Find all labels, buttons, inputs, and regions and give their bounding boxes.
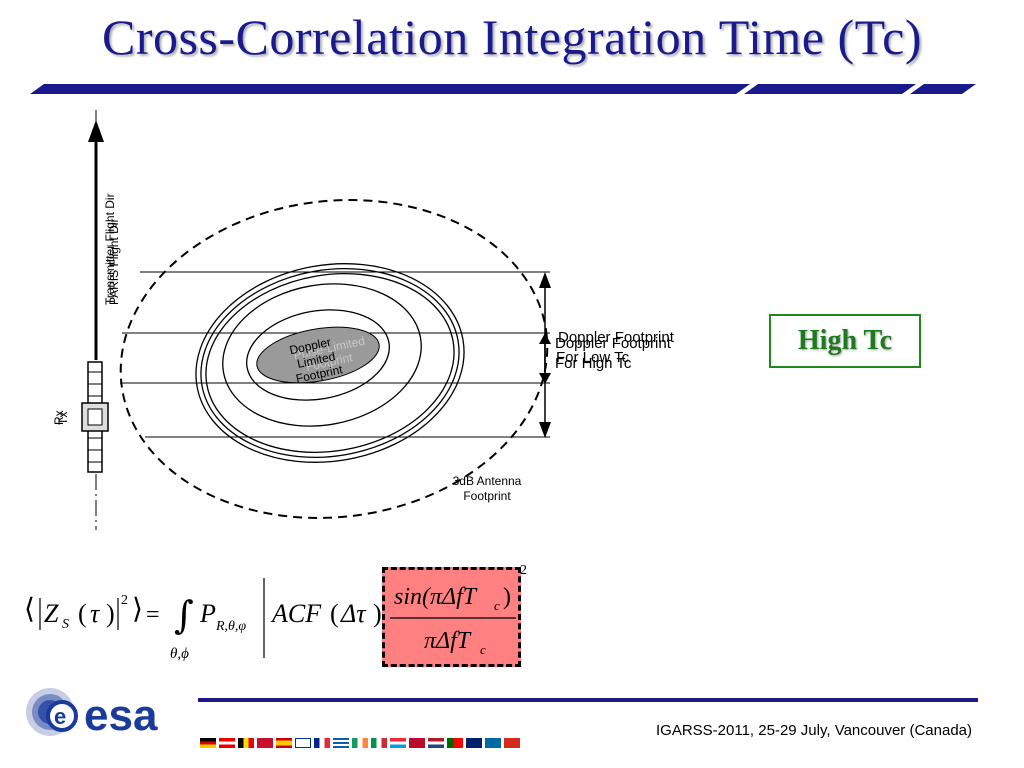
flag-denmark-icon [257, 738, 273, 748]
flight-arrow-head [88, 120, 104, 142]
esa-logo-text: esa [84, 691, 158, 740]
high-tc-label: High Tc [797, 325, 893, 356]
svg-text:e: e [54, 704, 66, 729]
eq-den-sub: c [480, 642, 486, 657]
svg-text:2: 2 [520, 563, 527, 578]
satellite-label-rx: Rx [52, 410, 66, 425]
eq-z: Z [44, 599, 59, 628]
flag-austria-icon [219, 738, 235, 748]
flag-france-icon [314, 738, 330, 748]
flag-norway-icon [409, 738, 425, 748]
svg-text:⟩: ⟩ [132, 594, 143, 625]
title-underline [30, 84, 976, 94]
flag-sweden-icon [485, 738, 501, 748]
eq-p: P [199, 599, 216, 628]
flag-netherlands-icon [428, 738, 444, 748]
eq-p-sub: R,θ,φ [215, 619, 246, 634]
svg-text:⟨: ⟨ [24, 594, 35, 625]
svg-text:=: = [146, 602, 160, 628]
eq-z-sub: S [62, 617, 69, 632]
flag-portugal-icon [447, 738, 463, 748]
low-tc-arrow-top [539, 272, 551, 288]
satellite-icon [81, 361, 109, 473]
eq-integral-lower: θ,ϕ [170, 646, 189, 662]
slide-title: Cross-Correlation Integration Time (Tc) [101, 9, 923, 65]
correlation-equation: ⟨ Z S ( τ ) 2 ⟩ = ∫ θ,ϕ P R,θ,φ ACF ( Δτ… [24, 563, 527, 662]
flag-germany-icon [200, 738, 216, 748]
doppler-high-tc-label-2: For High Tc [555, 355, 632, 372]
svg-text:): ) [503, 584, 511, 610]
flag-belgium-icon [238, 738, 254, 748]
doppler-limited-footprint [256, 326, 380, 384]
antenna-footprint-label-2: Footprint [463, 489, 511, 503]
doppler-ellipse-outer-b [200, 268, 460, 458]
conference-footer: IGARSS-2011, 25-29 July, Vancouver (Cana… [656, 722, 972, 739]
satellite-label-tx: Tx [56, 412, 70, 425]
doppler-ellipse-outer-a [195, 263, 465, 463]
doppler-low-tc-label-2: For Low Tc [556, 349, 630, 366]
svg-text:(: ( [330, 599, 339, 628]
eq-tau: τ [90, 599, 101, 628]
flight-dir-label: PARIS Flight Dir [107, 219, 121, 305]
flag-uk-icon [466, 738, 482, 748]
eq-acf: ACF [270, 599, 322, 628]
esa-logo: e esa [26, 688, 158, 740]
svg-text:∫: ∫ [174, 593, 194, 637]
flag-spain-icon [276, 738, 292, 748]
flag-switzerland-icon [504, 738, 520, 748]
eq-numerator: sin(πΔfT [394, 584, 478, 610]
doppler-high-tc-label-1: Doppler Footprint [555, 335, 672, 352]
doppler-low-tc-label-1: Doppler Footprint [558, 329, 675, 346]
svg-text:(: ( [78, 599, 87, 628]
flag-italy-icon [371, 738, 387, 748]
svg-text:): ) [106, 599, 115, 628]
doppler-ellipse-inner [246, 309, 390, 401]
antenna-footprint-label-1: 3dB Antenna [453, 474, 522, 488]
equation-highlight-box [382, 567, 521, 667]
footer-rule [198, 698, 978, 702]
high-tc-badge: High Tc [769, 314, 921, 368]
eq-num-sub: c [494, 598, 500, 613]
footprint-diagram: PARIS Flight Dir Transmitter Flight Dir … [52, 110, 675, 530]
eq-delta-tau: Δτ [340, 599, 367, 628]
high-tc-arrow-top [539, 333, 551, 344]
member-state-flags [200, 738, 520, 748]
doppler-ellipse-mid [222, 283, 422, 427]
flight-dir-label-2: Transmitter Flight Dir [103, 193, 117, 305]
flag-greece-icon [333, 738, 349, 748]
flag-finland-icon [295, 738, 311, 748]
svg-text:): ) [373, 599, 382, 628]
flag-ireland-icon [352, 738, 368, 748]
flag-luxembourg-icon [390, 738, 406, 748]
doppler-ellipse-outer-c [205, 273, 455, 453]
high-tc-arrow-bottom [539, 373, 551, 384]
eq-denominator: πΔfT [424, 628, 472, 654]
low-tc-arrow-bottom [539, 422, 551, 438]
eq-exp: 2 [121, 593, 128, 608]
